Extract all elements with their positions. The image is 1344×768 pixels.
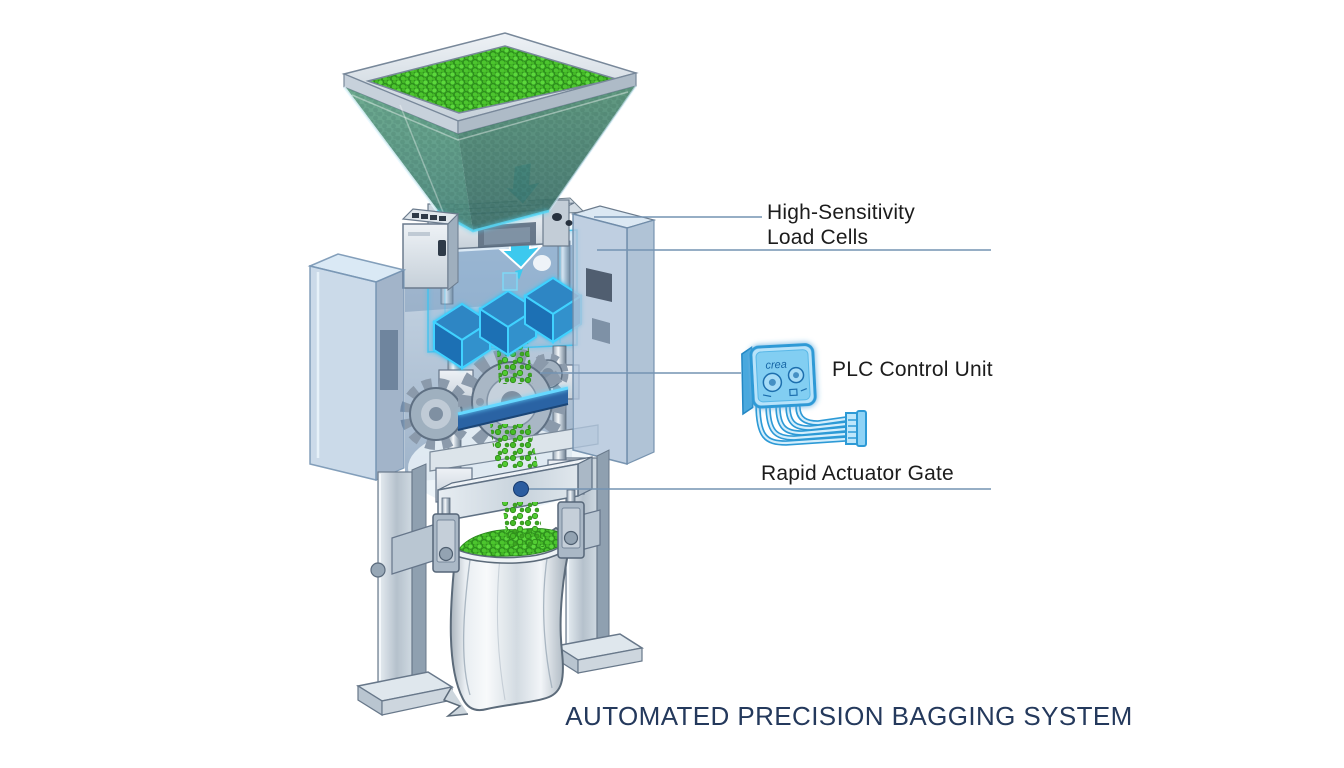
plc-module: crea bbox=[741, 343, 817, 416]
label-load-cells-line1: High-Sensitivity bbox=[767, 201, 915, 224]
bolt bbox=[563, 530, 579, 546]
plc-marking-text: crea bbox=[765, 359, 787, 372]
pellet-stream-lower bbox=[502, 502, 544, 547]
pellet-stream-mid bbox=[490, 424, 538, 468]
bag-clamps bbox=[432, 489, 585, 573]
puff bbox=[533, 255, 551, 271]
plc-unit: crea bbox=[741, 343, 867, 447]
actuator-gate bbox=[435, 456, 593, 523]
hopper-walls bbox=[343, 85, 637, 233]
bag bbox=[442, 526, 574, 717]
mini-cube bbox=[502, 272, 518, 291]
label-plc: PLC Control Unit bbox=[832, 358, 993, 381]
left-side-panel bbox=[307, 253, 407, 481]
left-leg bbox=[356, 463, 454, 717]
bag-crinkle bbox=[442, 687, 469, 717]
hopper bbox=[341, 32, 639, 233]
plc-cables bbox=[755, 401, 867, 447]
label-gate: Rapid Actuator Gate bbox=[761, 462, 954, 485]
gate-bar bbox=[437, 463, 579, 523]
diagram-title: AUTOMATED PRECISION BAGGING SYSTEM bbox=[565, 701, 1133, 731]
bolt bbox=[438, 546, 454, 562]
bolt bbox=[552, 213, 562, 221]
knob bbox=[370, 562, 386, 578]
right-side-panel bbox=[570, 205, 657, 465]
lit-beam bbox=[457, 386, 569, 431]
gate-anchor-dot bbox=[513, 481, 529, 497]
bolt bbox=[565, 220, 573, 226]
label-load-cells: High-Sensitivity Load Cells bbox=[767, 200, 915, 250]
indicator bbox=[438, 240, 446, 256]
machine bbox=[307, 32, 657, 717]
label-load-cells-line2: Load Cells bbox=[767, 226, 869, 249]
leader-lines bbox=[529, 216, 991, 490]
load-cell-cube bbox=[432, 302, 492, 370]
control-box bbox=[401, 208, 460, 292]
